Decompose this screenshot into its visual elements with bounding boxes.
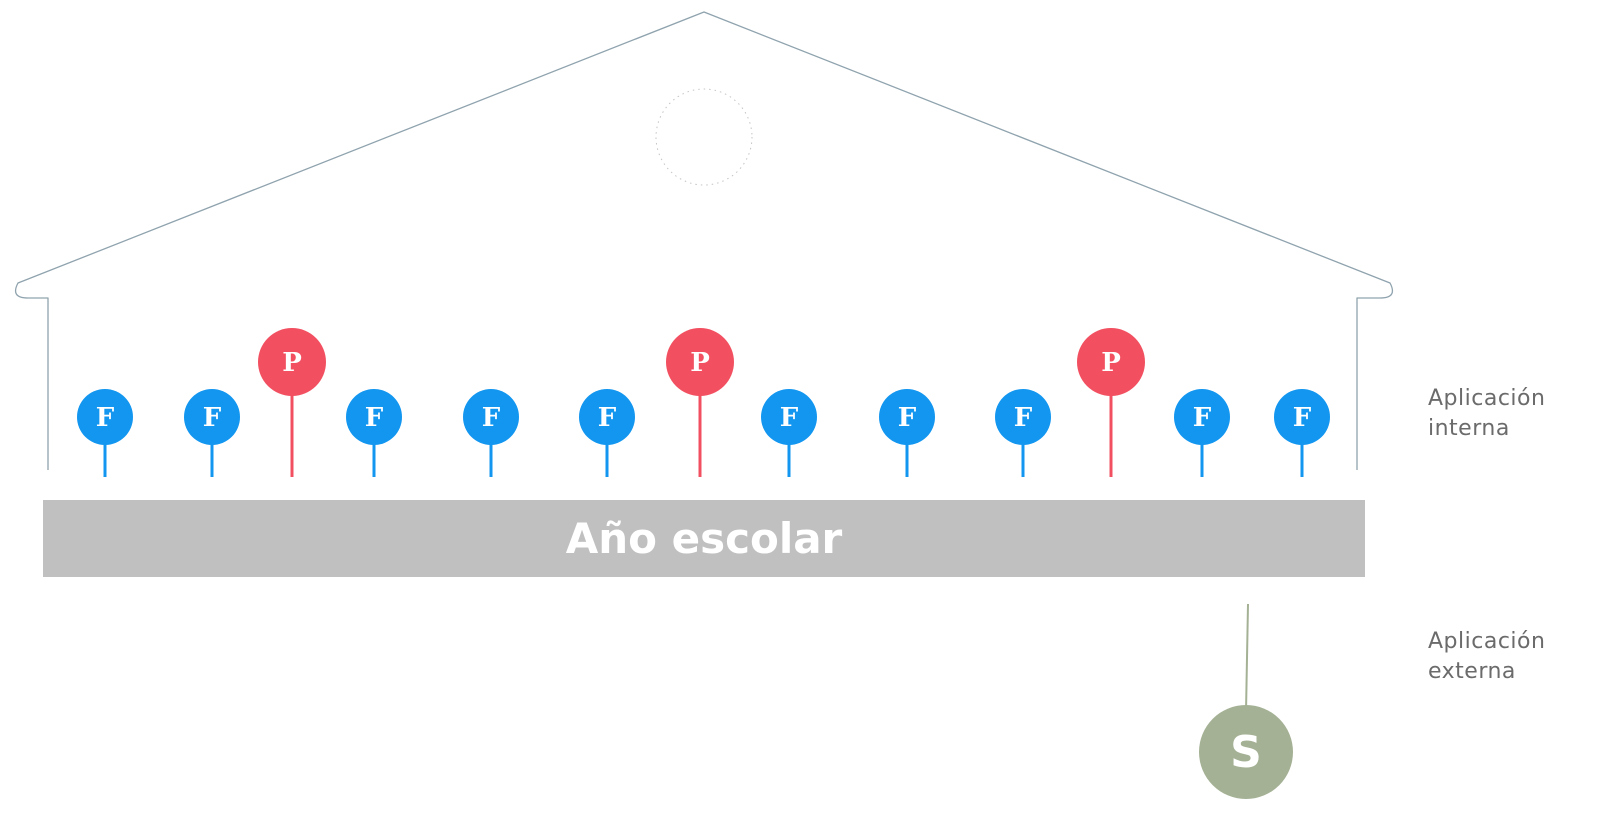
formative-pin-head — [1174, 389, 1230, 445]
periodic-pin-head — [1077, 328, 1145, 396]
house-outline — [14, 11, 1394, 470]
summative-pin-letter: S — [1230, 727, 1262, 778]
school-year-label: Año escolar — [566, 514, 843, 563]
formative-pin-head — [995, 389, 1051, 445]
formative-pin-head — [184, 389, 240, 445]
formative-pin-head — [761, 389, 817, 445]
internal-label-line2: interna — [1428, 416, 1510, 441]
formative-pin-head — [346, 389, 402, 445]
formative-pin-head — [77, 389, 133, 445]
formative-pin-letter: F — [1014, 403, 1033, 433]
formative-pin-letter: F — [1293, 403, 1312, 433]
summative-pin-stem — [1245, 603, 1249, 713]
external-label-line1: Aplicación — [1428, 629, 1546, 654]
summative-pin-head — [1199, 705, 1293, 799]
formative-pin-letter: F — [365, 403, 384, 433]
formative-pin-letter: F — [203, 403, 222, 433]
periodic-pin-head — [666, 328, 734, 396]
external-application-label: Aplicación externa — [1428, 627, 1545, 687]
periodic-pin-letter: P — [282, 348, 302, 378]
school-year-bar — [43, 500, 1365, 577]
formative-pin-head — [1274, 389, 1330, 445]
periodic-pin-letter: P — [1101, 348, 1121, 378]
periodic-pin-letter: P — [690, 348, 710, 378]
formative-pin-letter: F — [96, 403, 115, 433]
internal-application-label: Aplicación interna — [1428, 384, 1545, 444]
formative-pin-head — [463, 389, 519, 445]
formative-pin-letter: F — [1193, 403, 1212, 433]
formative-pin-head — [879, 389, 935, 445]
internal-label-line1: Aplicación — [1428, 386, 1546, 411]
formative-pin-letter: F — [898, 403, 917, 433]
periodic-pin-head — [258, 328, 326, 396]
dotted-circle-window — [655, 88, 753, 186]
formative-pin-letter: F — [598, 403, 617, 433]
formative-pin-letter: F — [482, 403, 501, 433]
formative-pin-letter: F — [780, 403, 799, 433]
external-label-line2: externa — [1428, 659, 1516, 684]
pins-group: F F P F F F P F F F P F F — [77, 328, 1330, 477]
formative-pin-head — [579, 389, 635, 445]
